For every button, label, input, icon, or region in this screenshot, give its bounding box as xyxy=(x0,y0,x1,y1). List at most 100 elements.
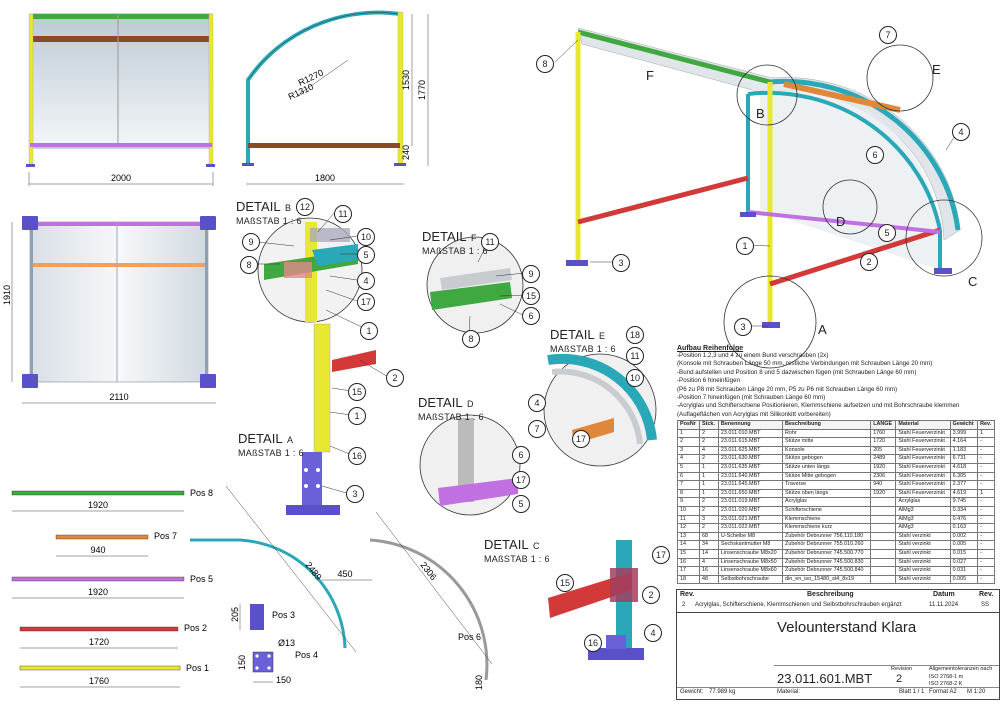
label-pos2: Pos 2 xyxy=(184,623,207,633)
bom-cell: 23.011.625.MBT xyxy=(717,445,784,456)
bom-cell: 4 xyxy=(699,557,719,568)
bom-cell: Stahl verzinkt xyxy=(895,548,951,559)
top-view: 1910 2110 xyxy=(2,216,216,404)
bom-cell: Stahl Feuerverzinkt xyxy=(895,445,951,456)
tolerance-iso2: ISO 2768-2 K xyxy=(929,681,963,687)
detail-a-letter: A xyxy=(287,435,294,445)
dim-side-h1: 1530 xyxy=(401,70,411,90)
bom-cell: Stahl Feuerverzinkt xyxy=(895,480,951,490)
balloon-17-e: 17 xyxy=(572,430,590,448)
dim-side-h2: 1770 xyxy=(417,80,427,100)
bom-cell xyxy=(870,505,897,516)
balloon-6-f: 6 xyxy=(522,307,540,325)
bom-column-header: LÄNGE xyxy=(870,420,897,430)
bom-column-header: Material xyxy=(895,420,951,430)
dim-pos3-h: 205 xyxy=(230,607,240,622)
dim-pos2: 1720 xyxy=(89,637,109,647)
balloon-17-c: 17 xyxy=(652,546,670,564)
bom-cell: 23.011.630.MBT xyxy=(717,454,784,464)
bom-cell: 2489 xyxy=(870,454,897,464)
bom-cell: Zubehör Debrunner 745.500.770 xyxy=(782,548,872,559)
balloon-5-d: 5 xyxy=(512,495,530,513)
bom-cell: Stahl Feuerverzinkt xyxy=(895,471,951,482)
detail-e-letter: E xyxy=(599,331,606,341)
bom-cell: AlMg3 xyxy=(895,505,951,516)
bom-cell: 23.011.640.MBT xyxy=(717,471,784,482)
bom-cell: - xyxy=(977,523,995,533)
label-pos8: Pos 8 xyxy=(190,488,213,498)
detail-d-heading: DETAIL D MAßSTAB 1 : 6 xyxy=(418,394,484,422)
dim-side-width: 1800 xyxy=(315,173,335,183)
detail-d-letter: D xyxy=(467,399,474,409)
bom-column-header: Stck. xyxy=(699,420,719,430)
bom-cell: 0.005 xyxy=(949,540,979,550)
detail-e-scale: MAßSTAB 1 : 6 xyxy=(550,344,616,354)
bom-cell: 0.015 xyxy=(949,548,979,559)
bom-cell: - xyxy=(977,557,995,568)
detail-f-scale: MAßSTAB 1 : 6 xyxy=(422,246,488,256)
balloon-6-iso: 6 xyxy=(866,146,884,164)
label-pos4: Pos 4 xyxy=(295,650,318,660)
bom-cell: Stütze unten längs xyxy=(782,462,872,473)
bom-cell: Zubehör Debrunner 745.500.840 xyxy=(782,566,872,576)
balloon-9-b: 9 xyxy=(242,233,260,251)
bom-cell: Klemmschiene kurz xyxy=(782,523,872,533)
detail-c-scale: MAßSTAB 1 : 6 xyxy=(484,554,550,564)
detail-c-heading: DETAIL C MAßSTAB 1 : 6 xyxy=(484,536,550,564)
balloon-3-iso1: 3 xyxy=(612,254,630,272)
bom-cell: 1 xyxy=(699,462,719,473)
bom-cell: 2306 xyxy=(870,471,897,482)
balloon-16-c: 16 xyxy=(584,634,602,652)
bom-cell xyxy=(870,497,897,507)
bom-cell: Stütze mitte xyxy=(782,437,872,447)
instruction-line: -Position 1,2,3 und 4 zu einem Bund vers… xyxy=(677,352,829,359)
rev-date: 11.11.2024 xyxy=(929,602,959,608)
balloon-5-b: 5 xyxy=(357,246,375,264)
balloon-2-iso: 2 xyxy=(860,253,878,271)
balloon-17-d: 17 xyxy=(512,471,530,489)
bom-cell xyxy=(870,557,897,568)
bom-cell: 5 xyxy=(676,462,701,473)
bom-cell: - xyxy=(977,480,995,490)
balloon-3-a: 3 xyxy=(346,485,364,503)
bom-column-header: Beschreibung xyxy=(782,420,872,430)
bom-cell: 0.031 xyxy=(949,566,979,576)
balloon-1-a: 1 xyxy=(348,407,366,425)
bom-cell: 15 xyxy=(676,548,701,559)
balloon-11-e: 11 xyxy=(626,347,644,365)
detail-d xyxy=(419,414,521,516)
bom-cell: - xyxy=(977,531,995,542)
bom-cell: - xyxy=(977,566,995,576)
bom-cell: 205 xyxy=(870,445,897,456)
tolerance-iso1: ISO 2768-1 m xyxy=(929,674,964,680)
bom-cell xyxy=(870,523,897,533)
label-pos5: Pos 5 xyxy=(190,574,213,584)
bom-cell: 1 xyxy=(699,471,719,482)
detail-a-title: DETAIL xyxy=(238,431,283,446)
instruction-line: -Position 7 hineinfügen (mit Schrauben L… xyxy=(677,394,826,402)
bom-cell: 0.163 xyxy=(949,523,979,533)
bom-cell: 9.745 xyxy=(949,497,979,507)
balloon-4-b: 4 xyxy=(357,272,375,290)
bom-cell: 12 xyxy=(676,523,701,533)
detail-f-title: DETAIL xyxy=(422,229,467,244)
dim-pos1: 1760 xyxy=(89,676,109,686)
bom-cell: - xyxy=(977,548,995,559)
rev-header-rev: Rev. xyxy=(680,591,695,598)
dim-pos6-450: 450 xyxy=(337,569,352,579)
bom-cell: 14 xyxy=(676,540,701,550)
bom-cell: 940 xyxy=(870,480,897,490)
balloon-7-iso: 7 xyxy=(879,26,897,44)
bom-cell: 23.011.020.MBT xyxy=(717,505,784,516)
iso-letter-b: B xyxy=(756,106,765,121)
dim-pos7: 940 xyxy=(90,545,105,555)
bom-cell: Stahl verzinkt xyxy=(895,557,951,568)
rev-by: SS xyxy=(981,602,990,608)
dim-pos6-180: 180 xyxy=(474,675,484,690)
